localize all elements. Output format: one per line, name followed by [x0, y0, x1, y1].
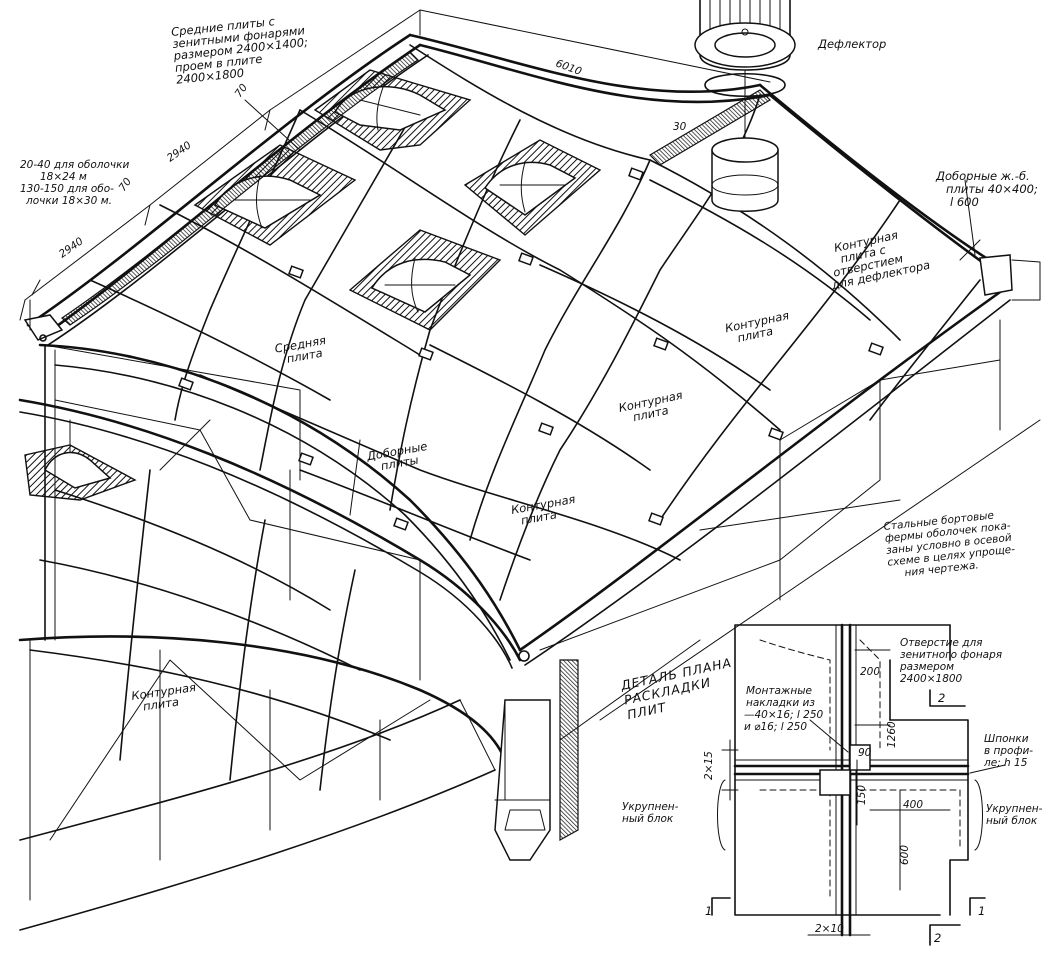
enlarged-block-left-label: Укрупнен- ный блок	[622, 801, 682, 825]
middle-plate-label: Средняя плита	[274, 332, 333, 367]
main-shell-plates	[89, 44, 981, 601]
lower-shell	[18, 398, 522, 931]
additional-plates-line: плиты	[380, 453, 420, 473]
mounting-plates-line: накладки из	[746, 697, 815, 709]
contour-plate-1-label: Контурная плита	[724, 307, 797, 347]
keys-line: ле; h 15	[983, 757, 1028, 769]
enlarged-block-left-line: ный блок	[622, 813, 674, 825]
section-mark-2-top: 2	[938, 691, 945, 705]
contour-plate-3-label: Контурная плита	[510, 491, 582, 529]
additional-rc-plates-line: l 600	[950, 195, 979, 209]
shell-thickness-line: 18×24 м	[40, 171, 87, 183]
dim-70-lower: 70	[117, 176, 135, 194]
dim-70-upper: 70	[233, 82, 251, 100]
dim-2x15: 2×15	[703, 751, 715, 780]
contour-plate-4-label: Контурная плита	[130, 680, 202, 715]
skylight-opening-line: зенитного фонаря	[900, 649, 1002, 661]
skylight-opening-line: Отверстие для	[900, 637, 983, 649]
dim-30: 30	[673, 121, 687, 133]
section-mark-2-bottom: 2	[934, 931, 941, 945]
dim-150: 150	[856, 785, 868, 805]
additional-rc-plates-line: плиты 40×400;	[946, 182, 1038, 196]
dim-200: 200	[860, 666, 880, 678]
plate-layout-detail	[711, 623, 1006, 946]
dim-2x10: 2×10	[815, 923, 844, 935]
deflector	[694, 0, 796, 212]
deflector-label: Дефлектор	[817, 37, 886, 51]
skylight-opening-label: Отверстие для зенитного фонаря размером …	[899, 637, 1005, 685]
keys-line: в профи-	[984, 745, 1033, 757]
keys-line: Шпонки	[984, 733, 1029, 745]
shell-thickness-line: 20-40 для оболочки	[20, 159, 129, 171]
dim-90: 90	[858, 747, 872, 759]
section-mark-1-right: 1	[978, 904, 985, 918]
enlarged-block-right-line: ный блок	[986, 815, 1038, 827]
section-mark-1-left: 1	[705, 904, 712, 918]
middle-plate-line: плита	[286, 346, 324, 366]
top-edge-strip	[649, 89, 771, 166]
contour-plate-4-line: плита	[142, 695, 180, 714]
leader-lines	[244, 99, 981, 531]
mounting-plates-line: Монтажные	[746, 685, 812, 697]
additional-rc-plates-line: Доборные ж.-б.	[935, 169, 1030, 183]
keys-label: Шпонки в профи- ле; h 15	[983, 733, 1036, 769]
dim-1260: 1260	[886, 721, 898, 748]
enlarged-block-right-label: Укрупнен- ный блок	[986, 803, 1046, 827]
dimension-lines	[19, 9, 976, 331]
dim-2940-upper: 2940	[165, 139, 194, 164]
contour-plate-deflector-label: Контурная плита с отверстием для дефлект…	[822, 222, 931, 292]
shell-thickness-line: 130-150 для обо-	[20, 183, 114, 195]
additional-rc-plates-label: Доборные ж.-б. плиты 40×400; l 600	[935, 169, 1042, 209]
shell-thickness-label: 20-40 для оболочки 18×24 м 130-150 для о…	[20, 159, 133, 207]
mounting-plates-line: —40×16; l 250	[744, 709, 824, 721]
support-structure	[44, 319, 1041, 861]
enlarged-block-left-line: Укрупнен-	[622, 801, 679, 813]
mounting-plates-line: и ⌀16; l 250	[744, 721, 807, 733]
ridge-strip	[61, 51, 419, 326]
main-shell-edges	[23, 33, 1041, 666]
enlarged-block-right-line: Укрупнен-	[986, 803, 1043, 815]
shell-thickness-line: лочки 18×30 м.	[25, 195, 112, 207]
skylights	[193, 69, 602, 331]
dim-400: 400	[903, 799, 923, 811]
contour-plate-3-line: плита	[520, 507, 558, 527]
contour-plate-2-label: Контурная плита	[617, 387, 690, 427]
skylight-plates-label: Средние плиты с зенитными фонарями разме…	[169, 11, 314, 87]
skylight-opening-line: размером	[899, 661, 954, 673]
mounting-plates-label: Монтажные накладки из —40×16; l 250 и ⌀1…	[744, 685, 827, 733]
skylight-opening-line: 2400×1800	[900, 673, 963, 685]
dim-600: 600	[899, 845, 911, 865]
steel-trusses-note: Стальные бортовые фермы оболочек пока- з…	[883, 507, 1020, 580]
